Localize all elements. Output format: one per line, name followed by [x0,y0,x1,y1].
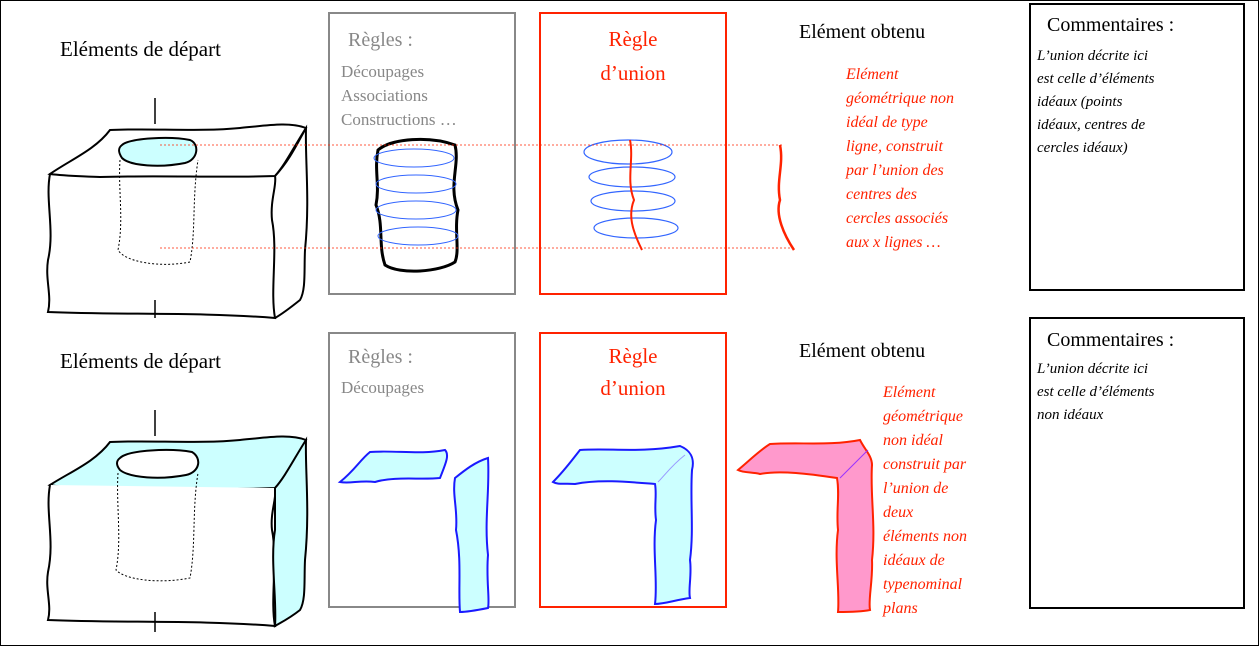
row1-comment-line-3: idéaux (points [1037,94,1123,110]
row1-comment-line-1: L’union décrite ici [1036,48,1148,64]
row1-hole-inner [117,159,199,265]
row2-desc-line-9: typenominal [883,576,963,593]
row2-desc-line-1: Elément [882,384,936,401]
row2-regles-box [328,332,516,608]
row2-obtenu-label: Elément obtenu [799,340,925,362]
row1-desc-line-6: centres des [846,186,917,203]
row1-cyl-circle-3 [375,200,457,220]
row1-union-box [539,12,727,295]
row2-comment-line-3: non idéaux [1037,407,1104,423]
row2-obtained-shape [736,438,875,614]
row1-obtained-line [777,144,796,251]
row-2: Eléments de départ Règles : Découpages R… [46,317,1245,632]
row2-union-title-1: Règle [609,344,658,368]
row2-desc-line-6: deux [883,504,913,521]
row2-desc-line-7: éléments non [883,528,967,545]
row2-regles-line-1: Découpages [341,378,424,397]
row2-desc-line-2: géométrique [883,408,963,425]
row2-regles-plane-top [337,448,449,484]
row1-block-drawing [46,98,309,320]
row1-comment-line-4: idéaux, centres de [1037,117,1145,133]
row2-hole-inner [115,472,199,582]
row2-desc-line-4: construit par [883,456,967,473]
row1-description: Elément géométrique non idéal de type li… [845,66,954,251]
row2-desc-line-10: plans [882,600,918,617]
row2-block-front [46,484,277,628]
row2-hole-top [116,449,200,479]
row2-desc-line-5: l’union de [883,480,948,497]
row2-commentaires-box [1029,317,1245,609]
row1-commentaires-text: L’union décrite ici est celle d’éléments… [1036,48,1155,156]
row1-union-title-2: d’union [600,61,666,85]
row1-regles-line-1: Découpages [341,62,424,81]
row1-block-side [274,124,309,319]
row1-cylinder [373,137,460,273]
row1-cyl-circle-1 [373,148,455,168]
row2-desc-line-8: idéaux de [883,552,945,569]
row1-desc-line-5: par l’union des [845,162,944,179]
row2-comment-line-2: est celle d’éléments [1037,384,1155,400]
row1-obtenu-label: Elément obtenu [799,21,925,43]
row2-block-side [272,436,309,628]
row1-block-front [46,173,277,320]
row2-comment-line-1: L’union décrite ici [1036,361,1148,377]
row2-depart-label: Eléments de départ [60,349,221,373]
row1-desc-line-4: ligne, construit [846,138,943,155]
row1-desc-line-8: aux x lignes … [846,234,941,251]
row1-regles-line-3: Constructions … [341,110,457,129]
row2-commentaires-text: L’union décrite ici est celle d’éléments… [1036,361,1155,423]
row2-description: Elément géométrique non idéal construit … [882,384,967,617]
row2-block-drawing [46,410,309,632]
row1-commentaires-box [1029,3,1245,291]
row1-desc-line-3: idéal de type [846,114,928,131]
row1-union-line [629,139,643,251]
row1-cyl-circle-4 [377,226,459,246]
row2-union-seam [657,454,686,483]
row2-union-box [539,332,727,608]
row1-depart-label: Eléments de départ [60,37,221,61]
row2-regles-plane-side [453,456,490,614]
row2-union-title-2: d’union [600,376,666,400]
row1-regles-box [328,12,516,295]
row1-desc-line-2: géométrique non [846,90,954,107]
row2-regles-title: Règles : [348,346,413,368]
row1-commentaires-title: Commentaires : [1047,14,1174,36]
row1-desc-line-1: Elément [845,66,899,83]
row2-obtained-seam [839,449,869,479]
row1-regles-line-2: Associations [341,86,428,105]
row2-desc-line-3: non idéal [883,432,944,449]
row2-union-shape [551,444,694,606]
row1-comment-line-5: cercles idéaux) [1037,140,1128,156]
row1-union-title-1: Règle [609,27,658,51]
row1-desc-line-7: cercles associés [846,210,948,227]
row1-cyl-circle-2 [375,174,457,194]
row2-commentaires-title: Commentaires : [1047,329,1174,351]
row-1: Eléments de départ Règles : Découpages A… [46,3,1245,320]
row1-comment-line-2: est celle d’éléments [1037,71,1155,87]
row1-hole-top [118,136,198,167]
row1-regles-title: Règles : [348,29,413,51]
